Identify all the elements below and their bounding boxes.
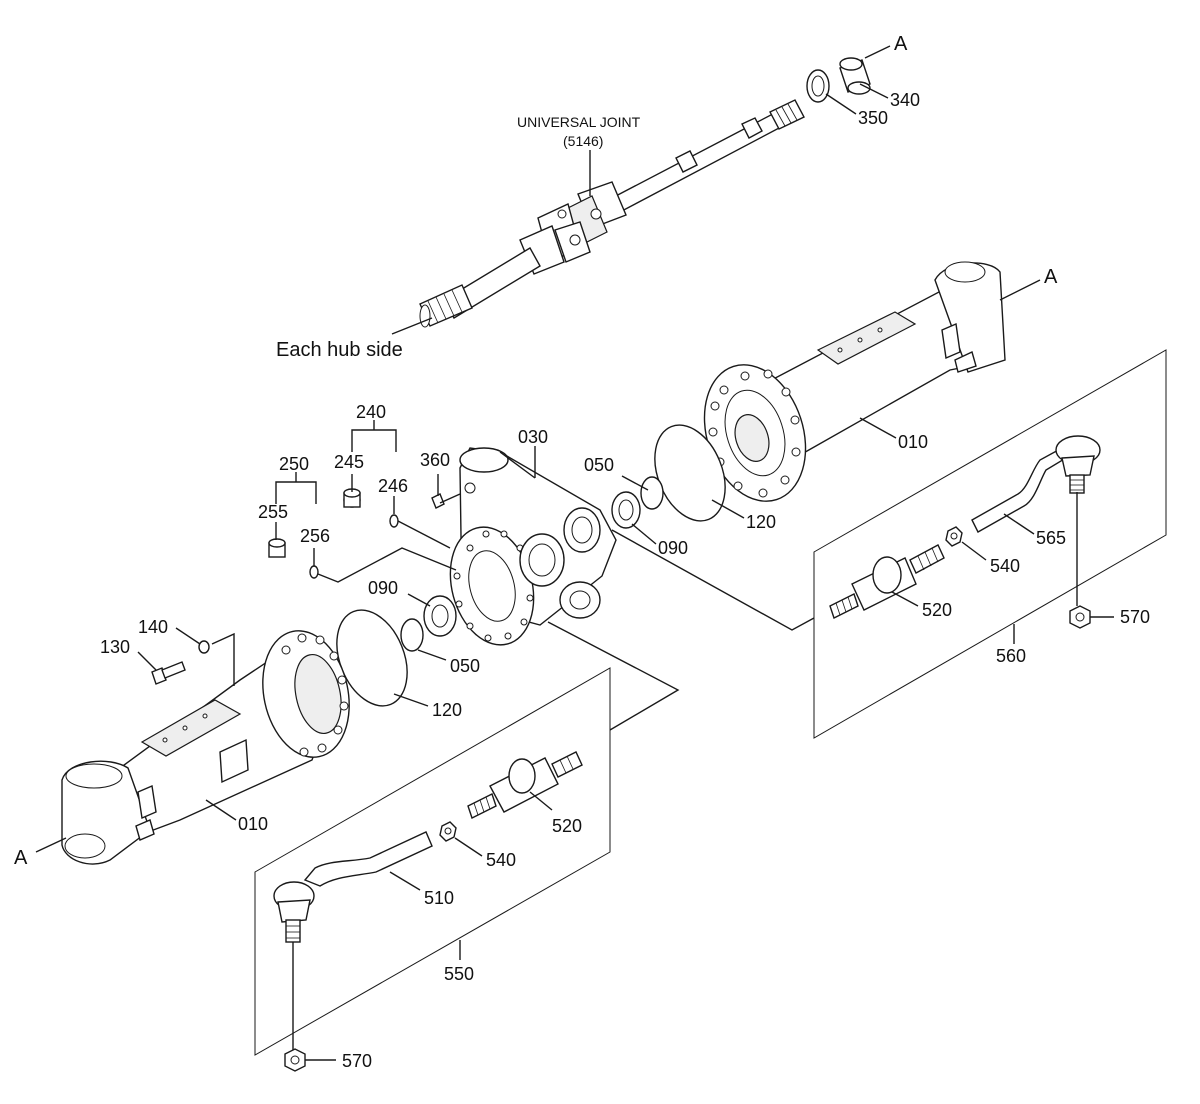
label-120-right: 120 — [746, 512, 776, 532]
label-130: 130 — [100, 637, 130, 657]
leader-lines — [35, 45, 1114, 1061]
bearing-090-right — [611, 491, 641, 529]
ref-a-right: A — [1044, 266, 1058, 288]
label-570-left: 570 — [342, 1051, 372, 1071]
label-050-right: 050 — [584, 455, 614, 475]
bearing-090-left — [423, 595, 457, 637]
label-090-left: 090 — [368, 578, 398, 598]
label-360: 360 — [420, 450, 450, 470]
universal-joint-ref: (5146) — [563, 133, 603, 149]
label-010-right: 010 — [898, 432, 928, 452]
label-550: 550 — [444, 964, 474, 984]
label-565: 565 — [1036, 528, 1066, 548]
seal-350 — [806, 69, 830, 103]
label-540-right: 540 — [990, 556, 1020, 576]
label-090-right: 090 — [658, 538, 688, 558]
each-hub-side-label: Each hub side — [276, 339, 403, 361]
universal-joint-label: UNIVERSAL JOINT — [517, 114, 641, 130]
o-ring-246 — [389, 514, 399, 528]
plug-245 — [343, 488, 361, 508]
label-540-left: 540 — [486, 850, 516, 870]
label-350: 350 — [858, 108, 888, 128]
steering-knuckle-030 — [449, 447, 617, 646]
tie-rod-assembly-right — [813, 349, 1167, 739]
label-030: 030 — [518, 427, 548, 447]
frame-550 — [254, 667, 611, 1056]
tie-rod-assembly-left — [254, 667, 611, 1072]
label-520-left: 520 — [552, 816, 582, 836]
label-256: 256 — [300, 526, 330, 546]
label-245: 245 — [334, 452, 364, 472]
ring-050-right — [640, 476, 664, 510]
label-560: 560 — [996, 646, 1026, 666]
label-140: 140 — [138, 617, 168, 637]
ref-a-left: A — [14, 847, 28, 869]
ref-a-top: A — [894, 33, 908, 55]
label-246: 246 — [378, 476, 408, 496]
label-240: 240 — [356, 402, 386, 422]
label-340: 340 — [890, 90, 920, 110]
label-120-left: 120 — [432, 700, 462, 720]
label-510: 510 — [424, 888, 454, 908]
bolt-130 — [151, 661, 186, 685]
axle-housing-right — [703, 261, 1006, 502]
ring-050-left — [400, 618, 424, 652]
axle-housing-left — [61, 630, 350, 865]
universal-joint-shaft — [419, 99, 805, 328]
bolt-360 — [431, 493, 461, 509]
washer-140 — [198, 640, 210, 654]
label-010-left: 010 — [238, 814, 268, 834]
frame-560 — [813, 349, 1167, 739]
bushing-340 — [839, 57, 871, 95]
plug-255 — [268, 538, 286, 558]
text-labels: A A A UNIVERSAL JOINT (5146) Each hub si… — [14, 33, 1150, 1071]
label-050-left: 050 — [450, 656, 480, 676]
label-250: 250 — [279, 454, 309, 474]
label-570-right: 570 — [1120, 607, 1150, 627]
o-ring-256 — [309, 565, 319, 579]
label-520-right: 520 — [922, 600, 952, 620]
label-255: 255 — [258, 502, 288, 522]
